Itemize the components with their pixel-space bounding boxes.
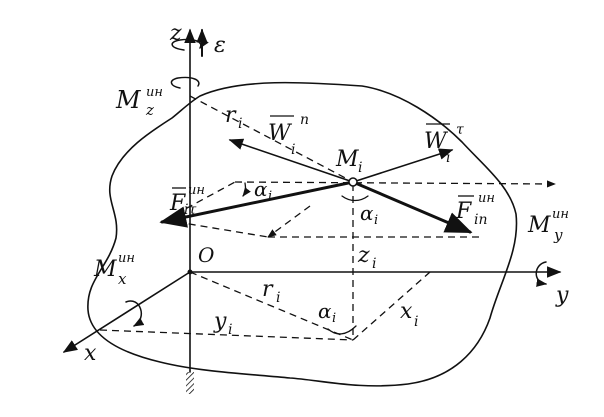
svg-text:ин: ин bbox=[478, 191, 495, 206]
point-mi bbox=[348, 177, 358, 187]
svg-text:W: W bbox=[268, 121, 293, 146]
dashed-down-arrow bbox=[267, 205, 311, 238]
dashed-horizontal-mi bbox=[234, 180, 556, 188]
svg-text:M: M bbox=[115, 86, 142, 114]
svg-text:M: M bbox=[335, 147, 359, 172]
svg-text:in: in bbox=[474, 212, 488, 228]
label-xi: x i bbox=[400, 299, 418, 330]
mz-rotation-lower-icon bbox=[170, 76, 200, 89]
label-mx: M ин x bbox=[93, 251, 135, 288]
label-y-axis: y bbox=[555, 283, 569, 308]
svg-text:i: i bbox=[291, 142, 295, 158]
svg-text:y: y bbox=[553, 226, 563, 244]
my-rotation-icon bbox=[535, 261, 548, 287]
svg-text:α: α bbox=[360, 201, 374, 225]
dashed-yi bbox=[99, 329, 354, 341]
w-normal-arrow bbox=[228, 138, 354, 183]
svg-text:F: F bbox=[169, 191, 186, 216]
label-f-n: F ин in bbox=[455, 191, 495, 228]
alpha-arc-bottom bbox=[327, 325, 357, 335]
svg-text:r: r bbox=[225, 103, 237, 128]
svg-text:i: i bbox=[374, 213, 378, 228]
alpha-arc-mid bbox=[341, 195, 369, 202]
w-tangential-arrow bbox=[352, 148, 454, 183]
svg-text:ин: ин bbox=[146, 85, 163, 100]
fixed-support-hatch bbox=[186, 372, 194, 394]
svg-text:i: i bbox=[268, 189, 272, 204]
svg-text:ин: ин bbox=[188, 183, 205, 198]
svg-text:i: i bbox=[228, 322, 232, 338]
body-outline bbox=[87, 81, 518, 387]
label-ri-top: r i bbox=[225, 103, 242, 132]
svg-text:z: z bbox=[145, 101, 154, 119]
svg-text:x: x bbox=[400, 299, 413, 324]
svg-text:i: i bbox=[372, 256, 376, 272]
svg-text:iτ: iτ bbox=[184, 202, 196, 218]
label-origin: O bbox=[198, 243, 214, 267]
label-z: z bbox=[169, 21, 182, 46]
svg-text:ин: ин bbox=[118, 251, 135, 266]
svg-text:i: i bbox=[446, 150, 450, 166]
label-w-normal: W n i bbox=[268, 112, 309, 158]
label-x-axis: x bbox=[84, 341, 97, 366]
label-yi: y i bbox=[213, 309, 232, 338]
svg-text:i: i bbox=[358, 160, 362, 176]
label-alpha-upper: α i bbox=[254, 177, 272, 204]
label-ri-bottom: r i bbox=[262, 277, 280, 306]
label-w-tangential: W τ i bbox=[424, 122, 464, 166]
svg-text:α: α bbox=[318, 299, 332, 323]
label-alpha-mid: α i bbox=[360, 201, 378, 228]
svg-text:x: x bbox=[118, 270, 127, 288]
svg-text:M: M bbox=[93, 257, 117, 282]
dashed-ri-top bbox=[189, 95, 354, 183]
svg-text:F: F bbox=[455, 199, 472, 224]
svg-text:α: α bbox=[254, 177, 268, 201]
svg-text:i: i bbox=[276, 290, 280, 306]
dashed-xi bbox=[352, 271, 431, 341]
mx-rotation-icon bbox=[125, 300, 145, 327]
svg-text:i: i bbox=[332, 311, 336, 326]
svg-text:z: z bbox=[357, 243, 370, 268]
svg-text:i: i bbox=[238, 116, 242, 132]
label-zi: z i bbox=[357, 243, 376, 272]
svg-text:r: r bbox=[262, 277, 274, 302]
svg-text:τ: τ bbox=[456, 122, 464, 138]
svg-text:i: i bbox=[414, 314, 418, 330]
svg-text:M: M bbox=[527, 213, 551, 238]
f-n-inertia-arrow bbox=[351, 180, 473, 234]
dashed-lower-plane bbox=[164, 219, 269, 238]
svg-text:n: n bbox=[300, 112, 309, 128]
svg-text:y: y bbox=[213, 309, 227, 334]
label-epsilon: ε bbox=[214, 33, 226, 58]
x-axis bbox=[62, 271, 191, 353]
alpha-arc-upper bbox=[242, 182, 251, 197]
label-mi: M i bbox=[335, 147, 362, 176]
svg-text:W: W bbox=[424, 129, 449, 154]
label-alpha-bottom: α i bbox=[318, 299, 336, 326]
label-f-tau: F ин iτ bbox=[169, 183, 205, 218]
f-tau-inertia-arrow bbox=[159, 180, 355, 228]
svg-text:ин: ин bbox=[552, 207, 569, 222]
origin-point bbox=[187, 269, 193, 275]
label-my: M ин y bbox=[527, 207, 569, 244]
label-mz: M ин z bbox=[115, 85, 163, 119]
dashed-ri-bottom bbox=[189, 271, 354, 341]
mz-rotation-icon bbox=[171, 37, 209, 51]
